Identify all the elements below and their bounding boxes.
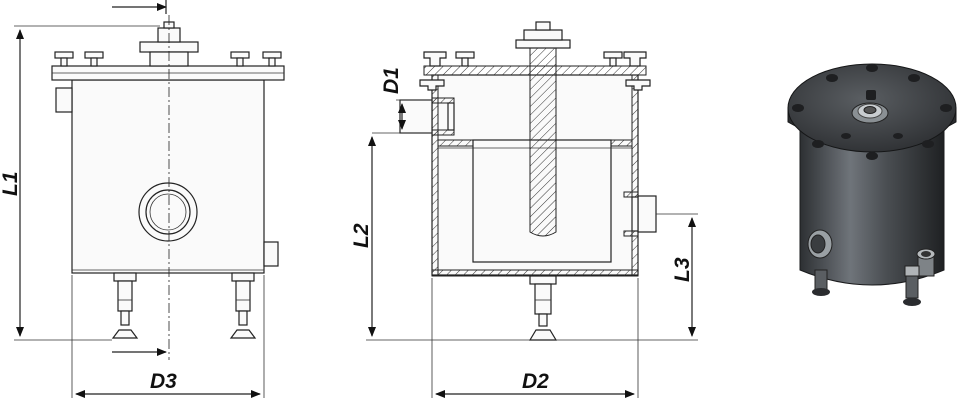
- label-d1: D1: [380, 67, 403, 94]
- dimension-l2: L2: [350, 136, 530, 341]
- center-valve-3d: [851, 90, 889, 124]
- feet-3d: [812, 265, 921, 306]
- bolts-3d: [792, 64, 952, 160]
- center-shaft: [529, 44, 557, 237]
- dimension-d3: D3: [71, 275, 265, 398]
- label-l3: L3: [671, 257, 694, 282]
- section-foot: [528, 275, 558, 341]
- tank-shell-3d: [799, 119, 945, 286]
- section-view: [399, 21, 657, 341]
- section-clamps: [419, 51, 651, 91]
- side-nozzle: [55, 87, 73, 113]
- label-l2: L2: [350, 223, 373, 248]
- dimension-l1: L1: [0, 25, 160, 341]
- leveling-feet: [111, 272, 257, 339]
- lid-bolts: [54, 51, 282, 67]
- outlet-nozzle: [263, 241, 279, 267]
- front-elevation-view: [51, 0, 285, 360]
- dimension-l3: L3: [556, 213, 698, 341]
- label-d3: D3: [150, 370, 177, 393]
- dimension-d1: D1: [372, 67, 432, 134]
- section-handwheel: [515, 21, 571, 49]
- front-port: [138, 182, 198, 242]
- tank-3d-render: [787, 63, 957, 306]
- tank-body: [71, 79, 265, 274]
- side-nozzle-3d: [807, 229, 833, 259]
- outlet-nozzle-3d: [916, 248, 936, 277]
- label-d2: D2: [522, 370, 549, 393]
- dimension-d2: D2: [431, 278, 639, 398]
- label-l1: L1: [0, 171, 22, 196]
